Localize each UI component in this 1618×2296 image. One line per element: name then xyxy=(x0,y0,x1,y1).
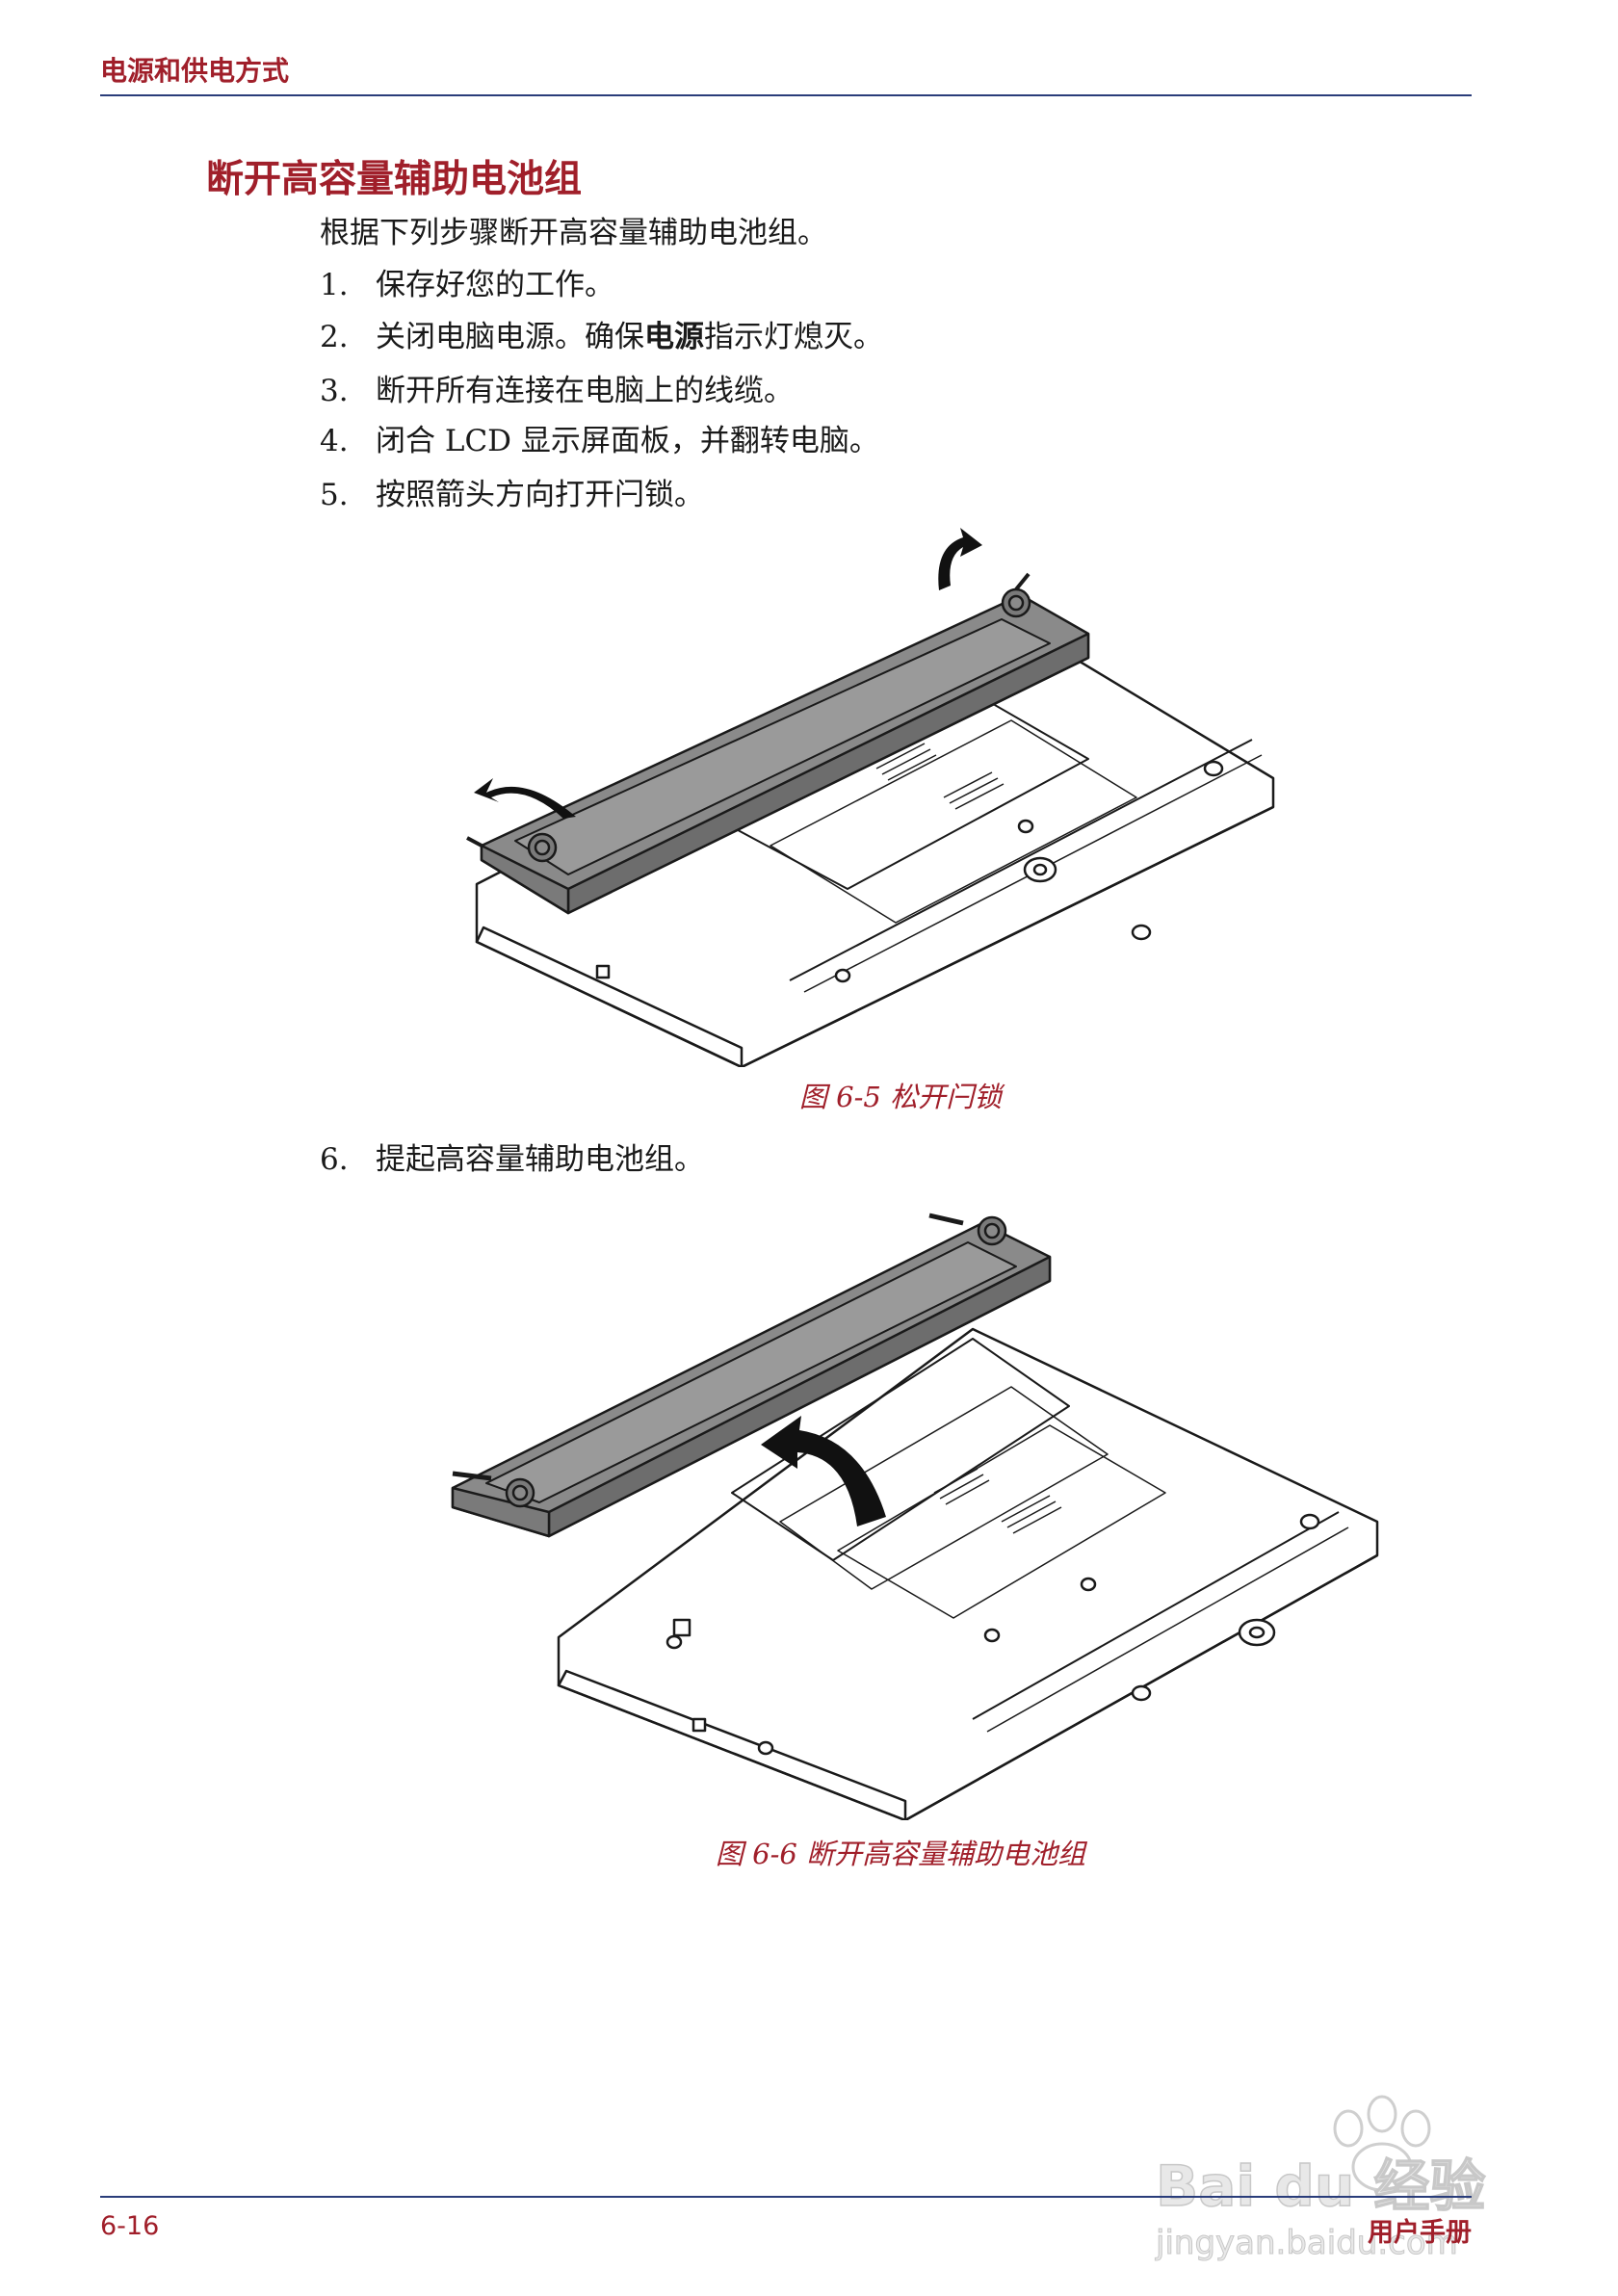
power-indicator-label: 电源 xyxy=(644,320,704,354)
step-3: 3. 断开所有连接在电脑上的线缆。 xyxy=(320,372,794,410)
step-text: 保存好您的工作。 xyxy=(376,268,614,302)
baidu-jingyan-watermark: Bai du 经验 jingyan.baidu.com xyxy=(1155,2095,1486,2263)
footer-rule xyxy=(100,2196,1472,2198)
step-text: 指示灯熄灭。 xyxy=(704,320,883,354)
header-rule xyxy=(100,94,1472,96)
step-4: 4. 闭合 LCD 显示屏面板，并翻转电脑。 xyxy=(320,422,879,460)
figure-caption: 图 6-5 松开闩锁 xyxy=(798,1081,1003,1113)
step-text: 断开所有连接在电脑上的线缆。 xyxy=(376,374,794,408)
step-number: 6. xyxy=(320,1142,349,1177)
svg-text:jingyan.baidu.com: jingyan.baidu.com xyxy=(1155,2224,1458,2262)
step-text: 提起高容量辅助电池组。 xyxy=(376,1142,704,1177)
step-text: 按照箭头方向打开闩锁。 xyxy=(376,478,704,512)
step-1: 1. 保存好您的工作。 xyxy=(320,266,614,304)
running-header: 电源和供电方式 xyxy=(100,55,290,87)
step-5: 5. 按照箭头方向打开闩锁。 xyxy=(320,476,704,514)
step-number: 1. xyxy=(320,268,349,302)
manual-title: 用户手册 xyxy=(1368,2218,1472,2248)
step-2: 2. 关闭电脑电源。确保电源指示灯熄灭。 xyxy=(320,318,883,356)
step-text: 闭合 LCD 显示屏面板，并翻转电脑。 xyxy=(376,424,879,458)
step-6: 6. 提起高容量辅助电池组。 xyxy=(320,1140,704,1179)
figure-release-latch-illustration xyxy=(466,528,1275,1067)
figure-remove-battery-illustration xyxy=(451,1213,1379,1820)
page-number: 6-16 xyxy=(100,2211,160,2241)
section-title: 断开高容量辅助电池组 xyxy=(206,158,583,201)
step-text: 关闭电脑电源。确保 xyxy=(376,320,644,354)
svg-text:Bai du 经验: Bai du 经验 xyxy=(1156,2153,1485,2219)
figure-caption: 图 6-6 断开高容量辅助电池组 xyxy=(715,1838,1086,1870)
step-number: 5. xyxy=(320,478,349,512)
intro-text: 根据下列步骤断开高容量辅助电池组。 xyxy=(320,216,827,250)
step-number: 2. xyxy=(320,320,349,354)
step-number: 4. xyxy=(320,424,349,458)
step-number: 3. xyxy=(320,374,349,408)
